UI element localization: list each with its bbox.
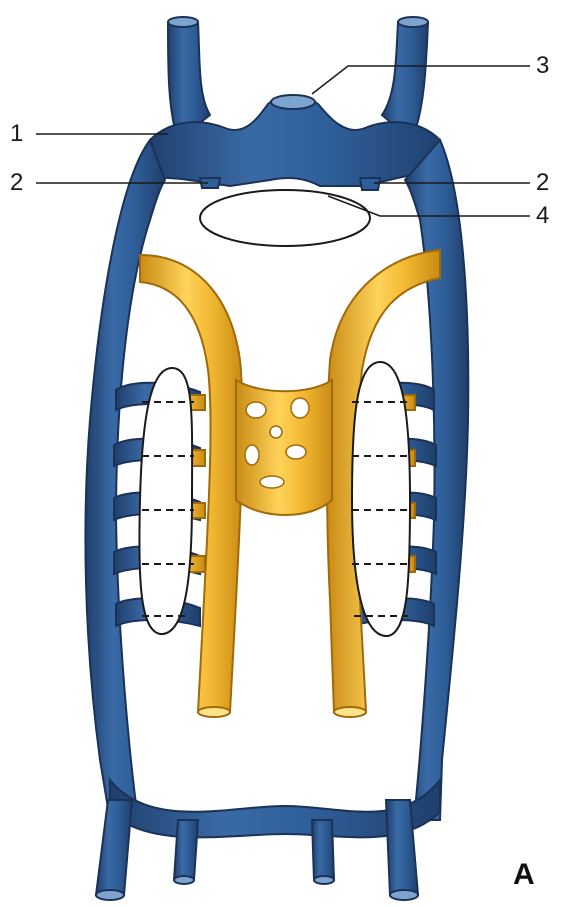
callout-3: 3 [536, 54, 549, 78]
left-white-oval [139, 368, 194, 634]
bottom-tube-2 [174, 820, 198, 880]
callout-2-right: 2 [536, 171, 549, 195]
bottom-tube-3 [312, 820, 334, 880]
callout-2-left: 2 [10, 171, 23, 195]
right-white-oval [352, 362, 410, 636]
callout-4: 4 [536, 204, 549, 228]
callout-1: 1 [10, 122, 23, 146]
right-outer-vessel [405, 140, 468, 820]
panel-letter: A [513, 860, 535, 890]
bottom-tube-1 [96, 800, 132, 895]
central-white-oval [200, 190, 370, 246]
yellow-openings [198, 707, 366, 717]
